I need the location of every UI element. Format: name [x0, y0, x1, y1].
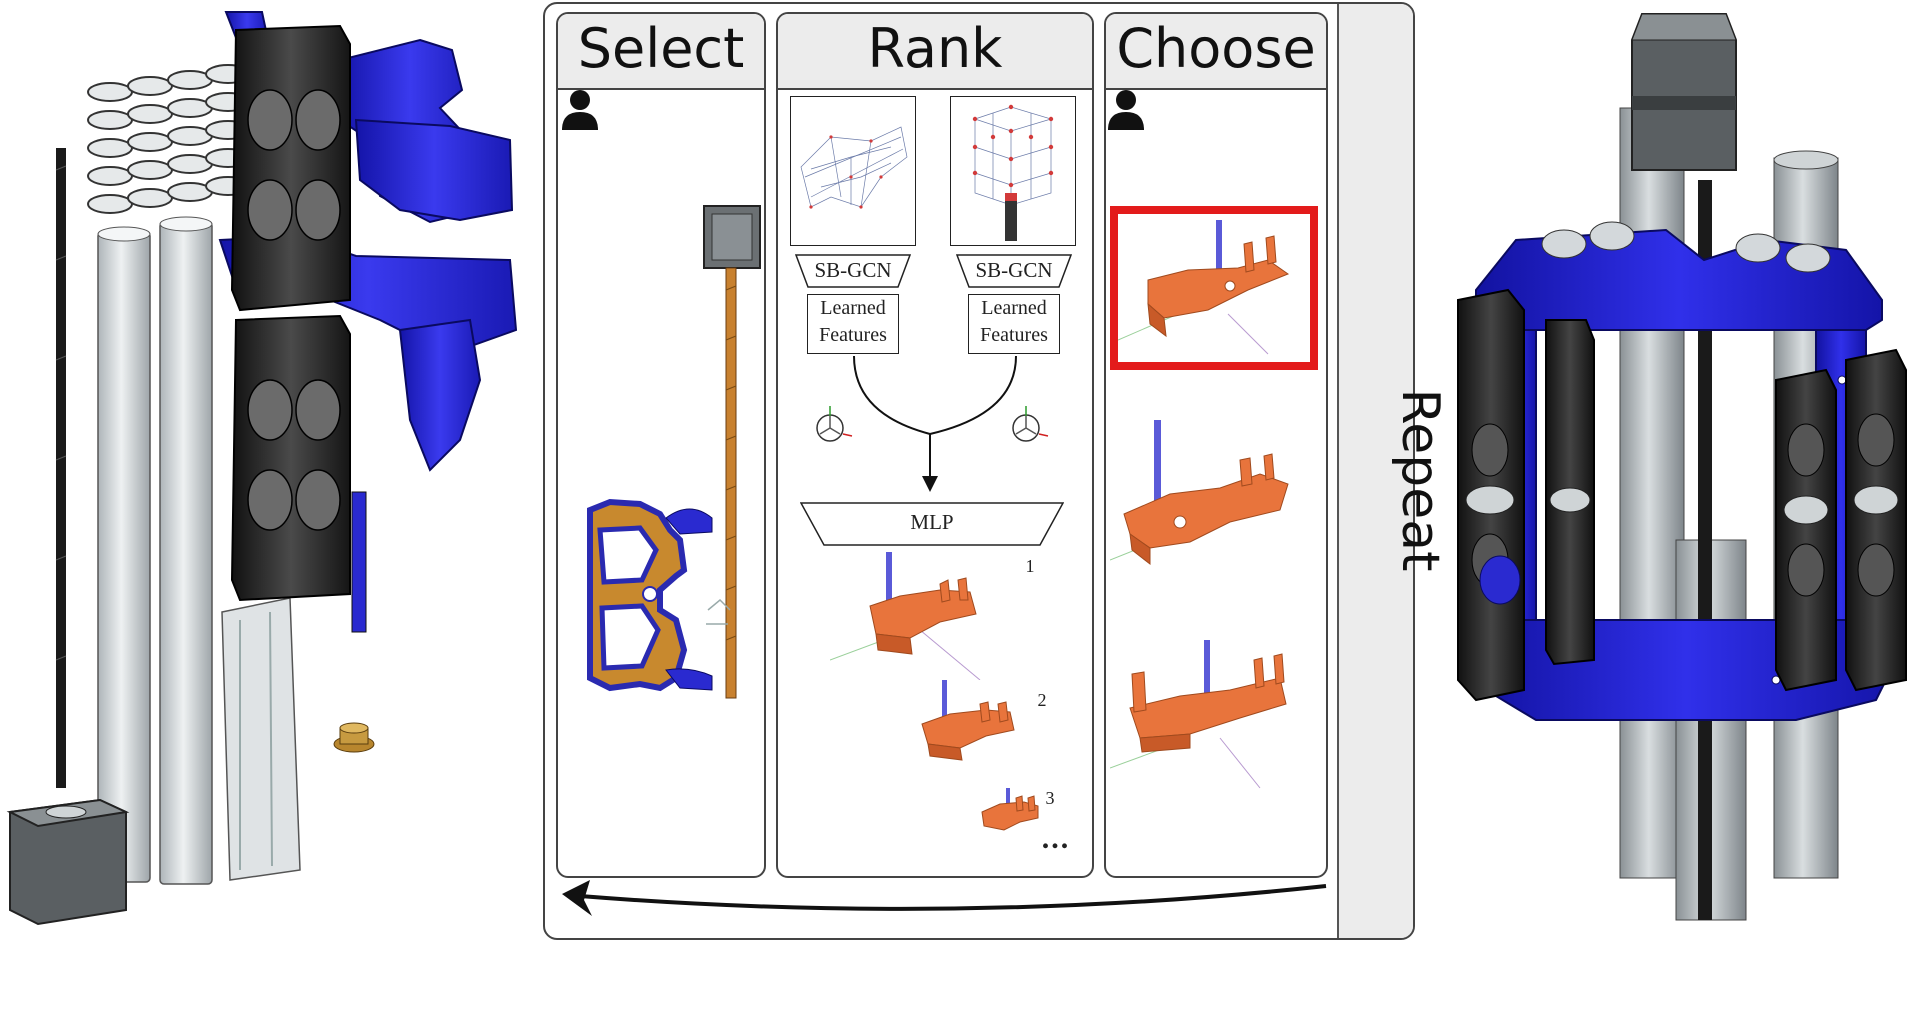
partial-assembly-illustration: [580, 200, 770, 720]
select-header: [558, 14, 764, 90]
panel-title-rank: Rank: [867, 17, 1003, 80]
learned-features-box-right: [968, 294, 1060, 354]
repeat-strip: [1337, 4, 1413, 938]
panel-title-choose: Choose: [1116, 17, 1316, 80]
lead-screw: [56, 148, 66, 788]
panel-title-select: Select: [577, 17, 745, 80]
axis-gizmo-icon: [1012, 406, 1049, 442]
linear-rod: [97, 231, 151, 883]
candidate-option-2[interactable]: [1110, 410, 1318, 590]
learned-features-box-left: [807, 294, 899, 354]
sb-gcn-encoder-left: [795, 254, 911, 288]
choose-header: [1106, 14, 1326, 90]
rank-number-2: 2: [1037, 690, 1047, 710]
rank-number-3: 3: [1045, 788, 1055, 808]
user-icon: [560, 88, 600, 132]
ranked-part-3: [976, 784, 1046, 844]
selected-candidate[interactable]: [1110, 206, 1318, 370]
bearing-stack: [87, 64, 251, 214]
rail-extrusion: [221, 597, 301, 881]
ranked-part-1: [830, 550, 1010, 680]
learned-features-line1-right: Learned: [981, 297, 1047, 319]
mesh-thumbnail-right: [950, 96, 1076, 246]
linear-rod: [159, 221, 213, 885]
final-assembly-illustration: [1436, 0, 1920, 930]
stepper-motor: [6, 798, 130, 926]
user-icon: [1106, 88, 1146, 132]
learned-features-line2-right: Features: [980, 324, 1048, 346]
more-ranks-ellipsis: ...: [1041, 822, 1071, 855]
feature-merge-arrows: [790, 354, 1080, 504]
ranked-part-2: [910, 680, 1040, 780]
repeat-return-arrow: [556, 876, 1336, 936]
learned-features-line2-left: Features: [819, 324, 887, 346]
mlp-label: MLP: [910, 510, 954, 534]
sb-gcn-label-left: SB-GCN: [814, 258, 892, 282]
candidate-option-3[interactable]: [1110, 638, 1318, 798]
stepper-motor: [1631, 13, 1737, 171]
axis-gizmo-icon: [816, 406, 853, 442]
lead-nut: [333, 722, 375, 753]
rank-header: [778, 14, 1092, 90]
learned-features-line1-left: Learned: [820, 297, 886, 319]
mesh-thumbnail-left: [790, 96, 916, 246]
exploded-assembly-illustration: [0, 0, 540, 930]
sb-gcn-label-right: SB-GCN: [975, 258, 1053, 282]
sb-gcn-encoder-right: [956, 254, 1072, 288]
rank-number-1: 1: [1025, 556, 1035, 576]
mlp-block: [800, 502, 1064, 546]
